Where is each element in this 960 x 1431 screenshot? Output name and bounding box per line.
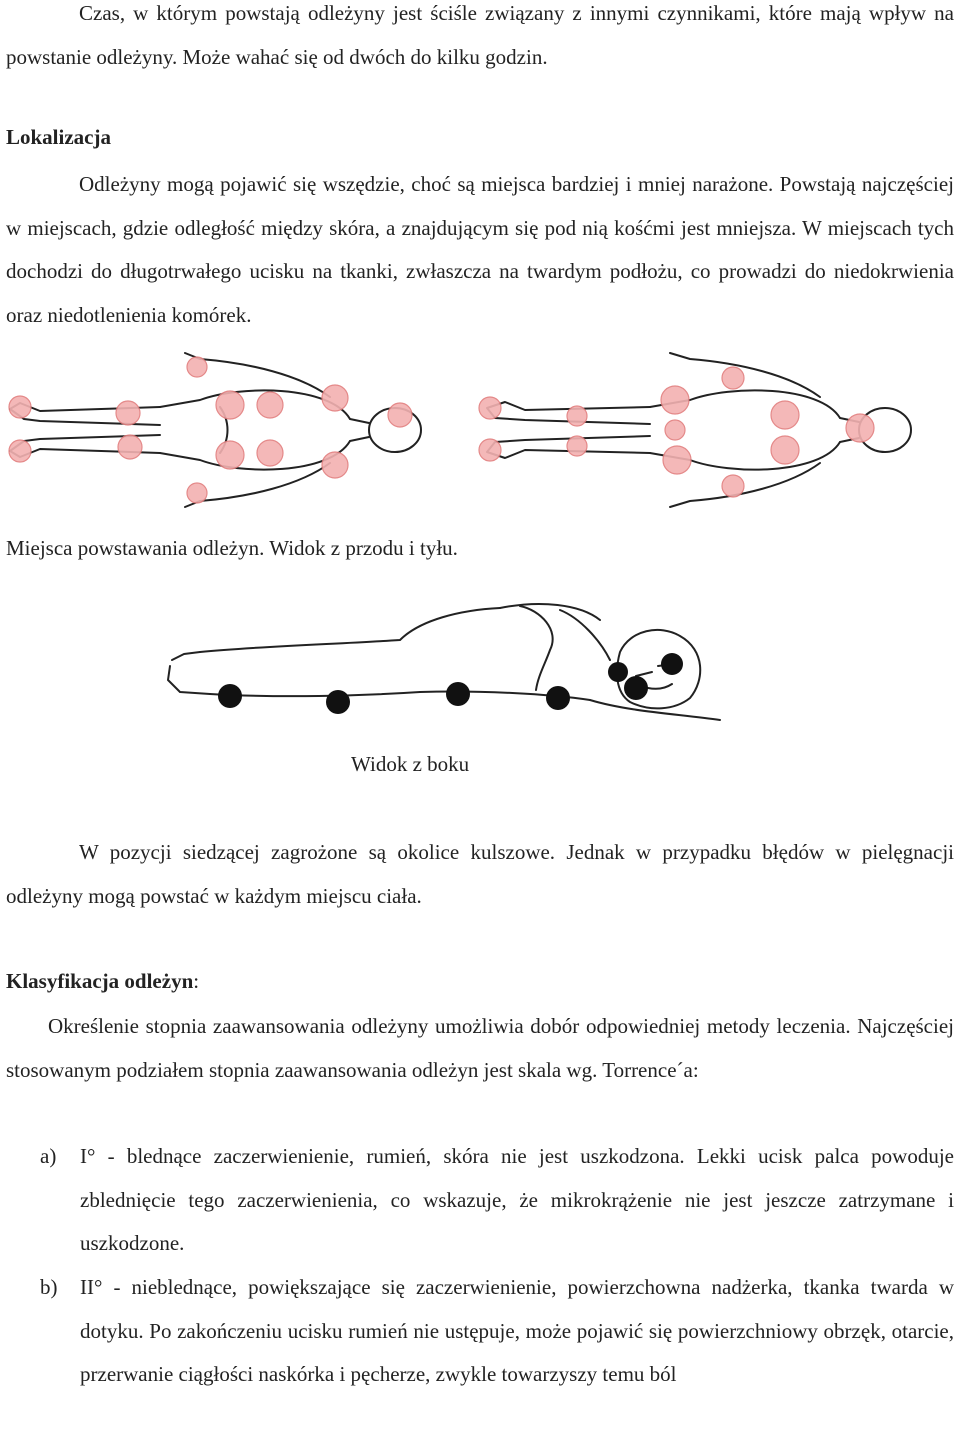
list-item: I° - blednące zaczerwienienie, rumień, s… (80, 1144, 954, 1255)
body-front-illustration (8, 352, 422, 508)
sitting-paragraph: W pozycji siedzącej zagrożone są okolice… (6, 840, 954, 908)
intro-paragraph: Czas, w którym powstają odleżyny jest śc… (6, 1, 954, 69)
lokalizacja-paragraph: Odleżyny mogą pojawić się wszędzie, choć… (6, 172, 954, 327)
body-side-illustration (167, 603, 721, 721)
list-item: II° - nieblednące, powiększające się zac… (80, 1275, 954, 1386)
section-heading-lokalizacja: Lokalizacja (6, 125, 111, 149)
klasyfikacja-paragraph: Określenie stopnia zaawansowania odleżyn… (6, 1014, 954, 1082)
list-marker: a) (40, 1144, 57, 1168)
klasyfikacja-heading-suffix: : (193, 969, 200, 993)
list-marker: b) (40, 1275, 58, 1299)
figure-caption-side: Widok z boku (351, 752, 470, 776)
klasyfikacja-heading-text: Klasyfikacja odleżyn (6, 969, 194, 993)
figure-caption-front-back: Miejsca powstawania odleżyn. Widok z prz… (6, 536, 458, 560)
section-heading-klasyfikacja: Klasyfikacja odleżyn: (6, 969, 199, 994)
body-back-illustration (478, 352, 912, 508)
